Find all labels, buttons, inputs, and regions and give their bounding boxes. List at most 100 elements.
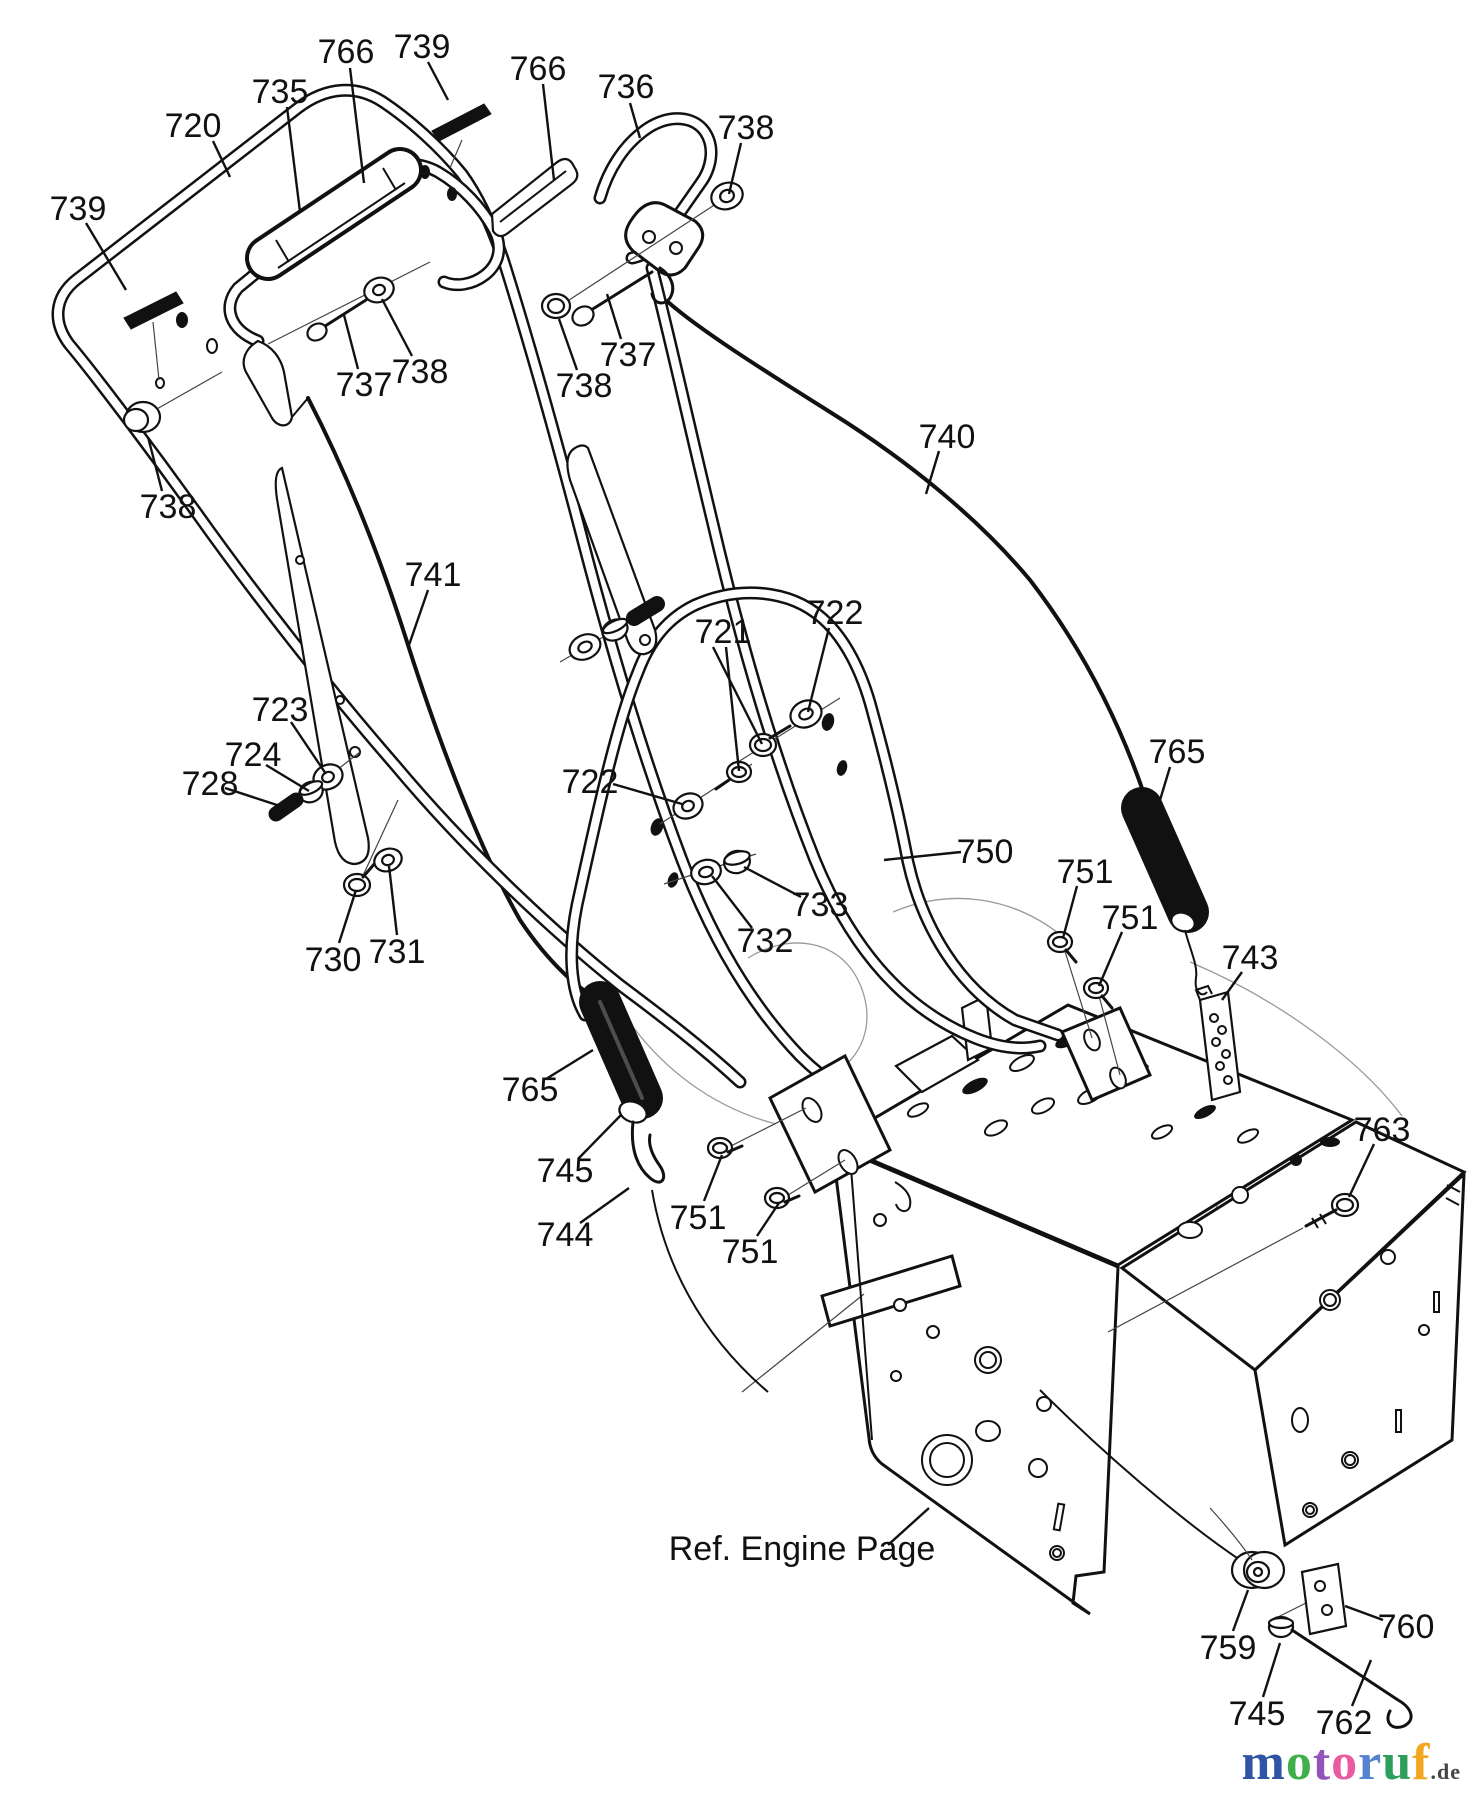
part-label-743: 743 (1222, 939, 1279, 977)
leader-line (743, 865, 802, 899)
grip-pads (123, 103, 579, 381)
part-label-737: 737 (600, 336, 657, 374)
spring-765-right (1121, 787, 1209, 996)
leader-line (1347, 1143, 1376, 1198)
leader-line (1344, 1604, 1384, 1622)
leader-line (727, 142, 743, 195)
leader-line (711, 646, 764, 745)
part-label-733: 733 (792, 886, 849, 924)
spring-765-left (579, 981, 666, 1184)
leader-line (724, 646, 741, 772)
leader-line (265, 763, 310, 793)
leader-line (426, 61, 450, 101)
flat-bars (274, 444, 658, 866)
watermark-letter: f (1412, 1734, 1431, 1791)
leader-line (285, 106, 302, 213)
part-label-766: 766 (318, 33, 375, 71)
rod-762 (1290, 1628, 1413, 1729)
part-label-731: 731 (369, 933, 426, 971)
part-label-765: 765 (502, 1071, 559, 1109)
cable-741 (306, 396, 604, 1004)
leader-line (887, 1507, 930, 1546)
part-label-751: 751 (670, 1199, 727, 1237)
leader-line (541, 83, 556, 181)
leader-line (1231, 1589, 1250, 1632)
part-label-738: 738 (718, 109, 775, 147)
leader-line (806, 627, 831, 713)
part-label-759: 759 (1200, 1629, 1257, 1667)
leader-line (224, 786, 281, 808)
hook-735-left (242, 339, 309, 427)
part-label-730: 730 (305, 941, 362, 979)
watermark-letter: t (1312, 1734, 1332, 1791)
leader-line (290, 721, 327, 775)
part-label-732: 732 (737, 922, 794, 960)
leader-line (1350, 1659, 1373, 1707)
watermark-letter: u (1382, 1734, 1413, 1791)
hardware (122, 181, 1360, 1333)
pad-739-top (431, 103, 492, 142)
watermark-letter: o (1331, 1734, 1359, 1791)
part-label-750: 750 (957, 833, 1014, 871)
motoruf-watermark: motoruf.de (1242, 1733, 1462, 1792)
leader-line (84, 222, 128, 291)
leader-line (342, 314, 360, 370)
handle-grip-735 (245, 147, 423, 281)
part-label-762: 762 (1316, 1704, 1373, 1742)
part-label-740: 740 (919, 418, 976, 456)
watermark-letter: m (1241, 1734, 1286, 1791)
part-label-738: 738 (392, 353, 449, 391)
engine-frame (741, 994, 1467, 1616)
leader-line (545, 1048, 594, 1081)
part-label-766: 766 (510, 50, 567, 88)
part-label-738: 738 (556, 367, 613, 405)
part-label-722: 722 (562, 763, 619, 801)
leader-line (1155, 766, 1172, 811)
cables (306, 300, 1244, 1563)
brackets (768, 1006, 1152, 1212)
part-label-735: 735 (252, 73, 309, 111)
frame-right-holes (1177, 1137, 1461, 1518)
watermark-letter: r (1358, 1734, 1383, 1791)
hook-744 (630, 1120, 666, 1184)
leader-line (1261, 1642, 1282, 1698)
leader-line (557, 318, 579, 371)
leader-line (702, 1154, 724, 1202)
part-label-765: 765 (1149, 733, 1206, 771)
leader-line (146, 436, 164, 492)
leader-line (612, 782, 683, 806)
part-label-751: 751 (1057, 853, 1114, 891)
handle-tubes (51, 83, 1065, 1097)
leader-line (883, 850, 962, 862)
leader-line (348, 67, 366, 184)
leader-line (337, 889, 358, 944)
part-label-763: 763 (1354, 1111, 1411, 1149)
part-label-745: 745 (537, 1152, 594, 1190)
leader-line (711, 875, 753, 929)
part-label-724: 724 (225, 736, 282, 774)
leader-line (605, 293, 623, 340)
part-label-736: 736 (598, 68, 655, 106)
part-label-ref-engine-page: Ref. Engine Page (669, 1530, 936, 1568)
part-label-739: 739 (394, 28, 451, 66)
cable-drum-group (1209, 1507, 1413, 1729)
leader-line (924, 450, 941, 495)
leader-line (1097, 931, 1124, 987)
part-label-745: 745 (1229, 1695, 1286, 1733)
frame-front-holes (873, 1213, 1066, 1561)
part-label-760: 760 (1378, 1608, 1435, 1646)
leader-line (387, 865, 399, 936)
leader-line (628, 102, 642, 139)
part-label-723: 723 (252, 691, 309, 729)
leader-line (1061, 885, 1079, 939)
part-label-751: 751 (1102, 899, 1159, 937)
pad-739-left (123, 291, 184, 330)
strip-743 (1194, 984, 1242, 1102)
leader-line (577, 1114, 622, 1160)
bar-750-tab (566, 444, 658, 656)
part-label-741: 741 (405, 556, 462, 594)
leader-line (1221, 971, 1243, 1001)
